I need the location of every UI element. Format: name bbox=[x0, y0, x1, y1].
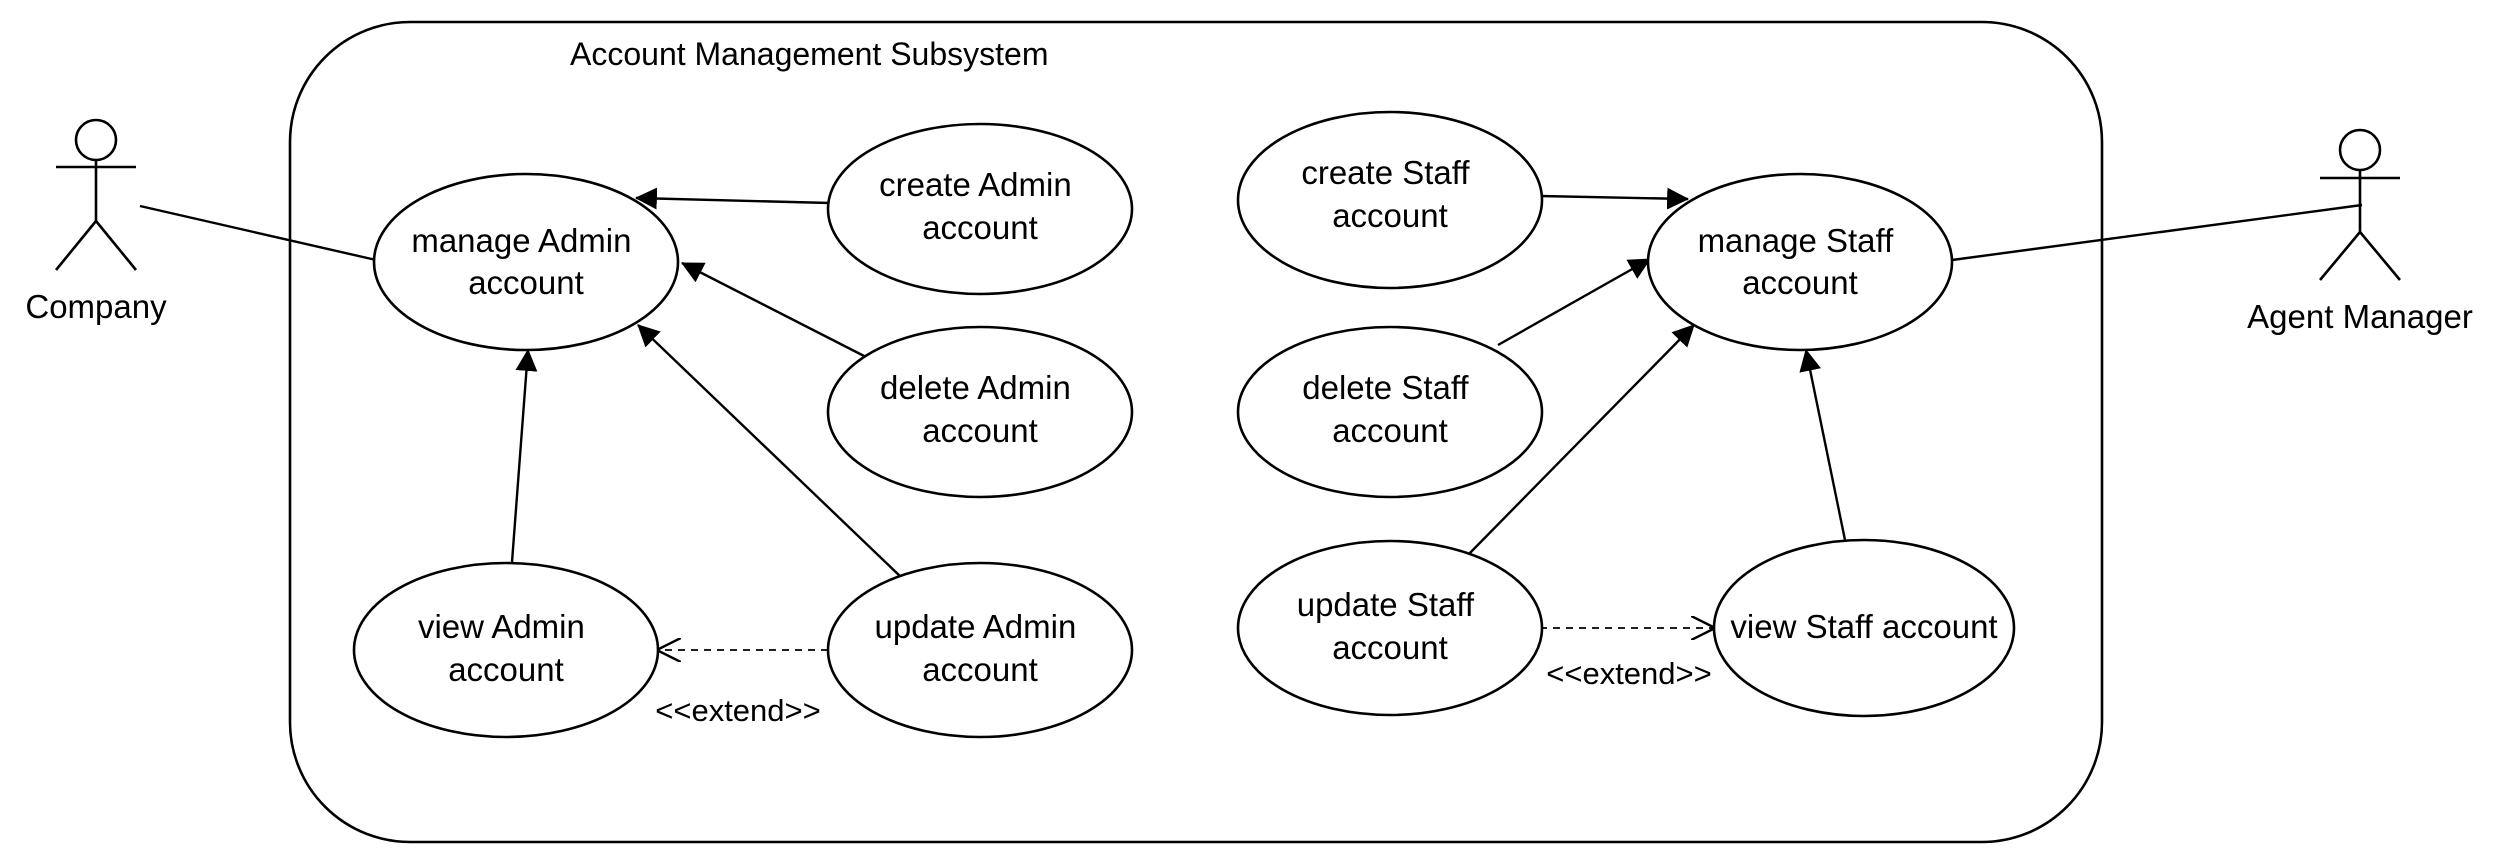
use-case-create-admin[interactable]: create Admin account bbox=[826, 122, 1134, 296]
use-case-manage-staff-shape bbox=[1646, 172, 1954, 352]
actor-agent-manager-head bbox=[2338, 128, 2382, 172]
system-boundary bbox=[288, 20, 2104, 844]
use-case-view-admin-label: view Admin account bbox=[418, 608, 594, 688]
use-case-view-admin[interactable]: view Admin account bbox=[352, 561, 660, 739]
use-case-manage-admin-label: manage Admin account bbox=[411, 222, 640, 301]
extend-label-staff: <<extend>> bbox=[1546, 656, 1712, 691]
arrow-create-admin-to-manage bbox=[634, 187, 831, 210]
use-case-manage-admin-shape bbox=[372, 172, 680, 352]
use-case-create-admin-shape bbox=[826, 122, 1134, 296]
actor-company-right-leg bbox=[94, 220, 138, 271]
arrow-delete-staff-to-manage bbox=[1497, 257, 1651, 347]
use-case-view-staff-shape bbox=[1712, 538, 2016, 718]
arrow-update-staff-to-manage bbox=[1464, 324, 1695, 559]
system-title: Account Management Subsystem bbox=[570, 36, 1048, 72]
arrow-create-staff-to-manage bbox=[1539, 187, 1690, 210]
extend-label-admin: <<extend>> bbox=[655, 693, 821, 728]
use-case-delete-staff-shape bbox=[1236, 325, 1544, 499]
use-case-create-staff-shape bbox=[1236, 110, 1544, 290]
actor-company: Company bbox=[25, 118, 167, 325]
use-case-view-admin-shape bbox=[352, 561, 660, 739]
use-case-create-staff[interactable]: create Staff account bbox=[1236, 110, 1544, 290]
actor-company-left-leg bbox=[54, 220, 98, 271]
use-case-delete-staff[interactable]: delete Staff account bbox=[1236, 325, 1544, 499]
use-case-update-admin-label: update Admin account bbox=[875, 608, 1086, 688]
use-case-delete-staff-label: delete Staff account bbox=[1302, 369, 1478, 449]
actor-agent-manager-right-leg bbox=[2359, 231, 2401, 281]
actor-agent-manager: Agent Manager bbox=[2247, 128, 2473, 335]
actor-company-label: Company bbox=[25, 288, 167, 325]
actor-agent-manager-label: Agent Manager bbox=[2247, 298, 2473, 335]
use-case-create-staff-label: create Staff account bbox=[1301, 154, 1478, 234]
association-company-manage-admin bbox=[139, 204, 377, 262]
arrow-update-admin-to-manage bbox=[637, 324, 903, 579]
arrow-view-admin-to-manage bbox=[510, 348, 538, 563]
actor-agent-manager-left-leg bbox=[2319, 231, 2361, 281]
association-agent-manager-manage-staff bbox=[1951, 203, 2363, 262]
use-case-manage-staff-label: manage Staff account bbox=[1698, 222, 1903, 301]
use-case-create-admin-label: create Admin account bbox=[879, 166, 1081, 246]
arrow-view-staff-to-manage bbox=[1799, 348, 1847, 541]
use-case-delete-admin-shape bbox=[826, 325, 1134, 499]
arrow-delete-admin-to-manage bbox=[681, 261, 869, 360]
use-case-view-staff-label: view Staff account bbox=[1730, 608, 1997, 645]
use-case-manage-admin[interactable]: manage Admin account bbox=[372, 172, 680, 352]
use-case-delete-admin-label: delete Admin account bbox=[880, 369, 1080, 449]
use-case-update-admin-shape bbox=[826, 561, 1134, 739]
use-case-update-staff-label: update Staff account bbox=[1297, 586, 1484, 666]
use-case-delete-admin[interactable]: delete Admin account bbox=[826, 325, 1134, 499]
use-case-manage-staff[interactable]: manage Staff account bbox=[1646, 172, 1954, 352]
actor-company-head bbox=[74, 118, 118, 162]
use-case-update-staff-shape bbox=[1236, 539, 1544, 717]
use-case-update-admin[interactable]: update Admin account bbox=[826, 561, 1134, 739]
use-case-update-staff[interactable]: update Staff account bbox=[1236, 539, 1544, 717]
use-case-view-staff[interactable]: view Staff account bbox=[1712, 538, 2016, 718]
